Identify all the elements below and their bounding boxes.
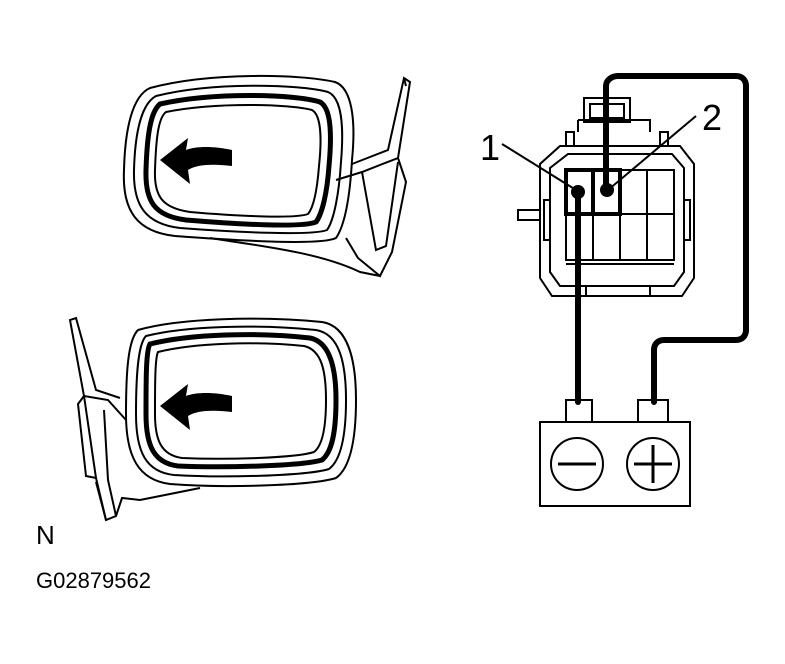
callout-1-leader — [501, 143, 577, 191]
test-leads — [575, 73, 749, 405]
arrow-left-icon — [160, 138, 232, 184]
callout-2-leader — [607, 115, 697, 191]
terminal-dots — [571, 183, 614, 199]
callout-1-label: 1 — [480, 127, 500, 168]
footer-letter: N — [36, 520, 55, 550]
figure-code: G02879562 — [36, 568, 151, 593]
arrow-left-icon — [160, 384, 232, 430]
mirror-top-icon — [122, 74, 412, 278]
callout-2-label: 2 — [702, 97, 722, 138]
battery-icon — [539, 399, 691, 507]
mirror-bottom-icon — [68, 316, 358, 522]
battery-terminal-symbols — [558, 445, 672, 483]
